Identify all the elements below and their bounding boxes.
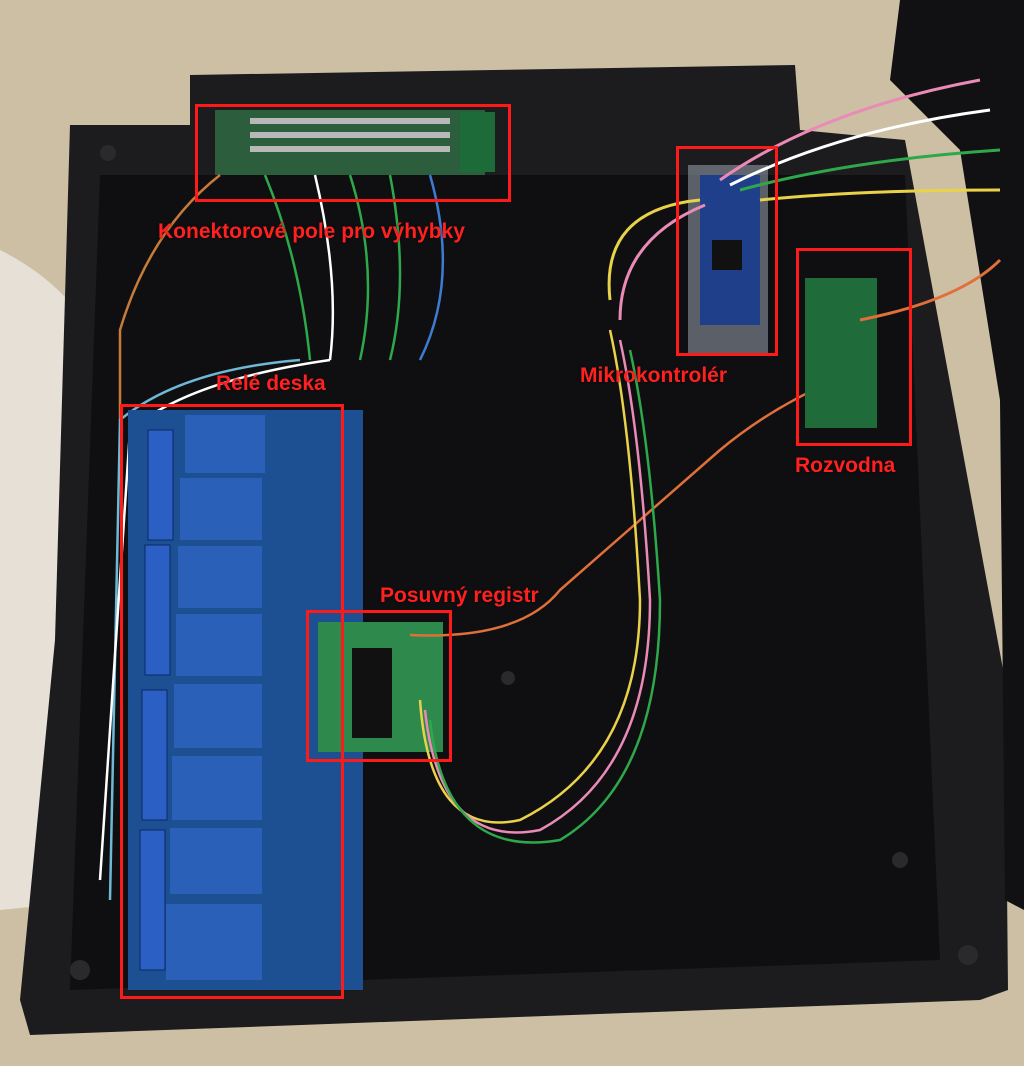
microcontroller-label: Mikrokontrolér	[580, 364, 728, 387]
screw-post	[958, 945, 978, 965]
shift-register-chip	[352, 648, 392, 738]
shift-register-highlight	[306, 610, 452, 762]
screw-post	[70, 960, 90, 980]
distribution-board-label: Rozvodna	[795, 454, 896, 477]
relay-modules	[166, 415, 265, 980]
screw-post	[892, 852, 908, 868]
screw-post	[100, 145, 116, 161]
connector-pcb-strip	[460, 112, 495, 172]
enclosure-lid	[890, 0, 1024, 910]
distribution-pcb	[805, 278, 877, 428]
connector-array-label: Konektorové pole pro výhybky	[158, 220, 465, 243]
distribution-board-highlight	[796, 248, 912, 446]
connector-pins	[250, 118, 450, 152]
relay-screw-terminals	[139, 429, 174, 971]
relay-board-label: Relé deska	[216, 372, 326, 395]
microcontroller-highlight	[676, 146, 778, 356]
shift-register-label: Posuvný registr	[380, 584, 539, 607]
connector-array-highlight	[195, 104, 511, 202]
relay-board-highlight	[120, 404, 344, 999]
harness-wires	[607, 78, 1002, 322]
microcontroller-chip	[712, 240, 742, 270]
screw-post	[501, 671, 515, 685]
shift-register-wires	[409, 329, 861, 844]
